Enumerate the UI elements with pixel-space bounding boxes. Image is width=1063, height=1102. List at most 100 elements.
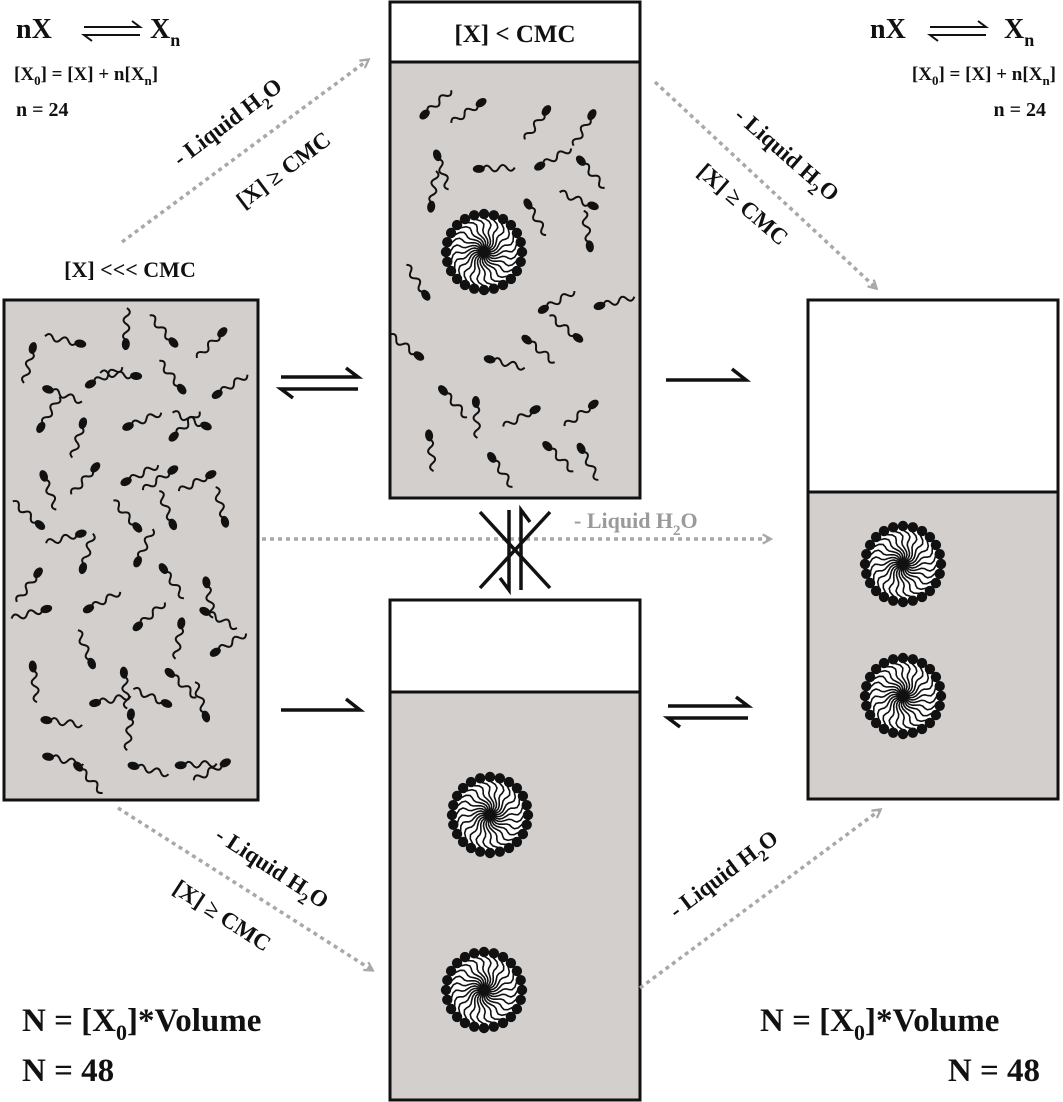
surfactant-monomer-icon bbox=[40, 716, 83, 729]
water-removal-label-direct: - Liquid H2O bbox=[574, 508, 698, 539]
micelle-icon bbox=[859, 652, 947, 740]
surfactant-monomer-icon bbox=[159, 490, 178, 531]
micelle-icon bbox=[440, 208, 528, 296]
micelle-icon bbox=[859, 520, 947, 608]
surfactant-monomer-icon bbox=[419, 90, 453, 120]
surfactant-monomer-icon bbox=[119, 666, 131, 710]
half-arrow-icon bbox=[666, 367, 752, 382]
surfactant-monomer-icon bbox=[172, 617, 186, 660]
surfactant-monomer-icon bbox=[44, 333, 87, 348]
surfactant-monomer-icon bbox=[199, 606, 238, 631]
mass-balance-right: [X0] = [X] + n[Xn] bbox=[912, 64, 1056, 88]
surfactant-monomer-icon bbox=[39, 470, 57, 511]
surfactant-monomer-icon bbox=[127, 761, 170, 778]
surfactant-monomer-icon bbox=[563, 399, 599, 427]
surfactant-monomer-icon bbox=[172, 410, 212, 431]
surfactant-monomer-icon bbox=[389, 333, 425, 361]
micelles bbox=[440, 208, 947, 1034]
initial-concentration-label: [X] <<< CMC bbox=[64, 257, 196, 282]
surfactant-monomer-icon bbox=[192, 758, 231, 781]
aggregation-number-left: n = 24 bbox=[16, 99, 69, 121]
surfactant-monomer-icon bbox=[149, 314, 179, 348]
surfactant-monomer-icon bbox=[472, 164, 516, 173]
water-removal-label-left-to-top: - Liquid H2O bbox=[168, 73, 290, 176]
surfactant-monomer-icon bbox=[70, 462, 101, 495]
surfactant-monomer-icon bbox=[168, 411, 201, 442]
total-definition-right: N = [X0]*Volume bbox=[760, 1003, 999, 1045]
free-surfactant-monomers-top bbox=[389, 90, 636, 488]
surfactant-monomer-icon bbox=[593, 295, 636, 311]
label-group-left-to-bottom-cmc: [X] ≥ CMC bbox=[169, 875, 276, 956]
surfactant-monomer-icon bbox=[523, 198, 547, 237]
surfactant-monomer-icon bbox=[133, 528, 156, 568]
crossed-equilibrium-icon bbox=[478, 504, 552, 596]
surfactant-monomer-icon bbox=[82, 591, 122, 614]
top-box-header: [X] < CMC bbox=[454, 21, 575, 48]
equilibrium-arrows-icon bbox=[275, 366, 364, 400]
surfactant-monomer-icon bbox=[195, 327, 228, 359]
surfactant-monomer-icon bbox=[132, 602, 166, 632]
surfactant-monomer-icon bbox=[432, 149, 449, 191]
surfactant-monomer-icon bbox=[211, 374, 249, 399]
surfactant-monomer-icon bbox=[177, 470, 217, 492]
surfactant-monomer-icon bbox=[15, 567, 43, 603]
equilibrium-left-rhs: X bbox=[150, 14, 170, 45]
container-bottom-center bbox=[388, 598, 642, 1102]
free-surfactant-monomers-left bbox=[10, 307, 249, 795]
surfactant-monomer-icon bbox=[78, 532, 96, 575]
surfactant-monomer-icon bbox=[581, 209, 594, 253]
surfactant-monomer-icon bbox=[406, 263, 431, 301]
cmc-condition-label-top-to-right: [X] ≥ CMC bbox=[693, 158, 793, 250]
surfactant-monomer-icon bbox=[120, 464, 160, 487]
surfactant-monomer-icon bbox=[523, 105, 552, 140]
surfactant-monomer-icon bbox=[73, 761, 103, 795]
surfactant-monomer-icon bbox=[483, 355, 526, 371]
surfactant-monomer-icon bbox=[425, 429, 437, 473]
equilibrium-harpoon-icon bbox=[927, 20, 989, 42]
mass-balance-left: [X0] = [X] + n[Xn] bbox=[14, 64, 158, 88]
surfactant-monomer-icon bbox=[28, 660, 40, 704]
surfactant-monomer-icon bbox=[521, 334, 555, 364]
surfactant-monomer-icon bbox=[575, 155, 605, 189]
total-value-left: N = 48 bbox=[22, 1053, 114, 1089]
equilibrium-left: nX Xn [X0] = [X] + n[Xn] n = 24 bbox=[14, 14, 180, 121]
total-value-right: N = 48 bbox=[948, 1053, 1040, 1089]
micelle-icon bbox=[446, 771, 534, 859]
surfactant-monomer-icon bbox=[487, 451, 513, 488]
surfactant-monomer-icon bbox=[576, 442, 599, 482]
surfactant-monomer-icon bbox=[132, 686, 173, 708]
equilibrium-harpoon-icon bbox=[81, 20, 143, 42]
micelle-icon bbox=[440, 946, 528, 1034]
equilibrium-right-lhs: nX bbox=[870, 14, 906, 45]
surfactant-monomer-icon bbox=[537, 290, 576, 314]
surfactant-monomer-icon bbox=[209, 633, 248, 657]
totals-right: N = [X0]*Volume N = 48 bbox=[760, 1003, 1040, 1089]
surfactant-monomer-icon bbox=[471, 396, 481, 439]
surfactant-monomer-icon bbox=[69, 417, 88, 459]
label-group-top-to-right-cmc: [X] ≥ CMC bbox=[693, 158, 793, 250]
surfactant-monomer-icon bbox=[438, 385, 468, 419]
equilibrium-right: nX Xn [X0] = [X] + n[Xn] n = 24 bbox=[870, 14, 1056, 121]
surfactant-monomer-icon bbox=[427, 170, 440, 213]
equilibrium-left-rhs-sub: n bbox=[170, 30, 180, 50]
dashed-arrow-left-to-top bbox=[120, 60, 368, 244]
surfactant-monomer-icon bbox=[141, 465, 179, 491]
equilibrium-right-rhs: X bbox=[1004, 14, 1024, 45]
surfactant-monomer-icon bbox=[194, 681, 211, 723]
surfactant-monomer-icon bbox=[121, 307, 131, 351]
surfactant-monomer-icon bbox=[77, 629, 97, 670]
equilibrium-right-rhs-sub: n bbox=[1024, 30, 1034, 50]
surfactant-monomer-icon bbox=[549, 314, 584, 343]
surfactant-monomer-icon bbox=[159, 359, 187, 395]
dashed-arrows bbox=[117, 60, 880, 990]
surfactant-monomer-icon bbox=[158, 563, 184, 600]
surfactant-monomer-icon bbox=[502, 405, 541, 427]
totals-left: N = [X0]*Volume N = 48 bbox=[22, 1003, 261, 1089]
water-removal-label-bottom-to-right: - Liquid H2O bbox=[664, 825, 786, 928]
surfactant-monomer-icon bbox=[534, 148, 573, 171]
surfactant-monomer-icon bbox=[45, 529, 87, 544]
half-arrow-icon bbox=[281, 697, 366, 712]
surfactant-monomer-icon bbox=[89, 694, 132, 708]
surfactant-monomer-icon bbox=[559, 189, 599, 211]
